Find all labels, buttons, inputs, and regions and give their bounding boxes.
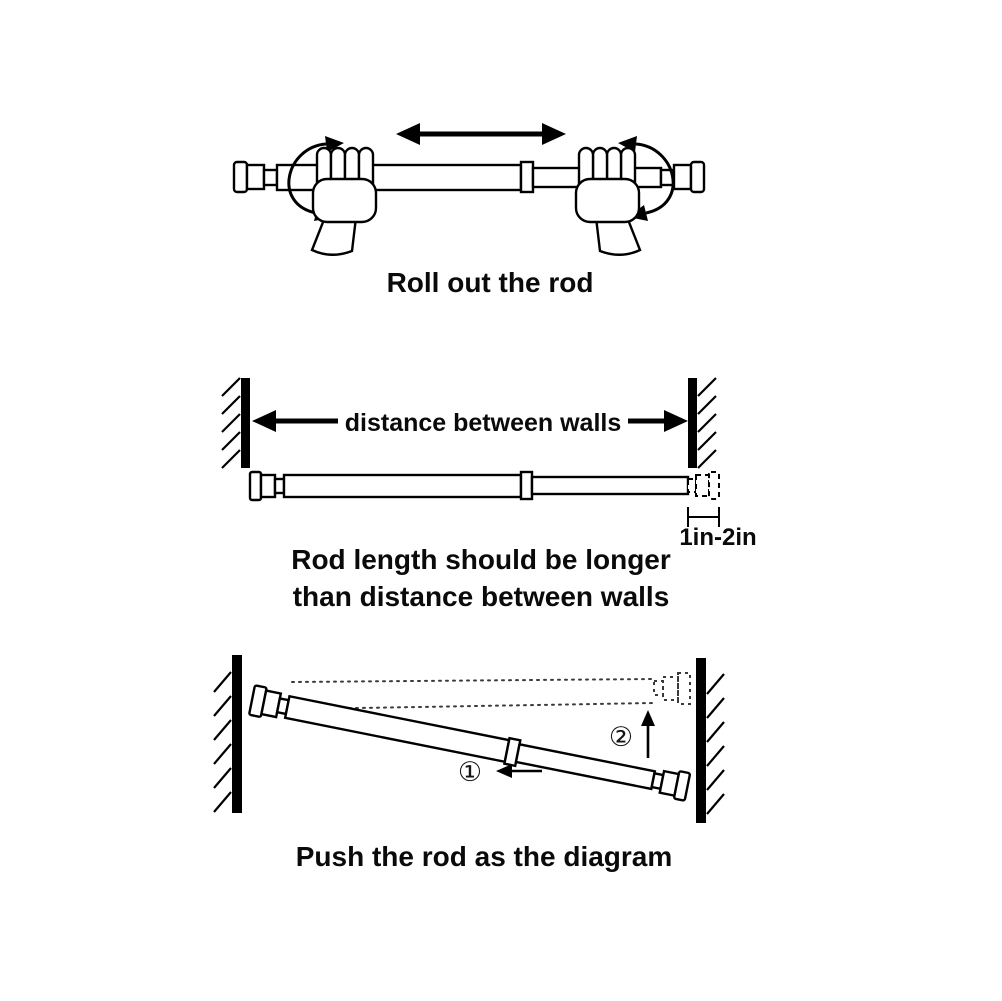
tension-rod <box>248 470 720 502</box>
step1-caption: Roll out the rod <box>387 267 594 298</box>
extend-arrow-icon <box>396 123 566 145</box>
extend-arrow-right-head <box>542 123 566 145</box>
step-measure: distance between walls 1in-2in Rod lengt… <box>221 377 757 612</box>
wall-left-hatching <box>213 671 232 813</box>
wall-right <box>688 378 697 468</box>
step-marker-1: ① <box>458 757 482 788</box>
wall-right <box>696 658 706 823</box>
rotate-arrow-head <box>325 136 344 152</box>
rod-collar <box>519 160 535 194</box>
push-arrow-head <box>496 764 512 778</box>
distance-arrow-left-head <box>252 410 276 432</box>
rod-collar <box>519 470 534 501</box>
push-step-2: ② <box>609 710 655 758</box>
rod-neck <box>262 168 279 187</box>
ghost-bottom-edge <box>299 702 655 710</box>
tension-rod-tilted <box>248 684 691 802</box>
label-backdrop <box>338 403 628 437</box>
distance-label: distance between walls <box>345 409 622 437</box>
rod-endcap-flange <box>232 160 249 194</box>
wall-left <box>241 378 250 468</box>
rod-endcap-flange-beyond-wall <box>708 471 720 500</box>
distance-arrow-right-head <box>664 410 688 432</box>
rod-outer-tube <box>282 473 523 499</box>
ghost-top-edge <box>291 678 655 683</box>
rod-endcap-flange <box>673 770 691 802</box>
distance-arrow-icon: distance between walls <box>252 403 688 437</box>
step-push: ① ② Push the rod as the diagram <box>213 655 725 872</box>
ghost-endcap-flange <box>677 672 691 705</box>
step2-caption-line1: Rod length should be longer <box>291 544 671 575</box>
rod-endcap-barrel <box>245 163 266 191</box>
wall-left-hatching <box>221 377 241 469</box>
wall-right-hatching <box>706 673 725 815</box>
rotate-arc <box>635 142 675 215</box>
hand-right <box>574 146 642 256</box>
ghost-neck <box>653 680 664 696</box>
rod-endcap-barrel <box>672 163 693 191</box>
rod-inner-tube <box>530 475 690 496</box>
hand-left <box>310 146 378 256</box>
rod-endcap-flange <box>248 470 263 502</box>
rotate-arc <box>287 142 327 215</box>
rod-inner-tube <box>514 742 657 791</box>
push-step-1: ① <box>458 757 542 788</box>
gap-measure: 1in-2in <box>679 507 757 551</box>
extend-arrow-left-head <box>396 123 420 145</box>
wall-left <box>232 655 242 813</box>
wall-right-hatching <box>697 377 717 469</box>
rod-neck <box>273 477 286 495</box>
step-roll-out: Roll out the rod <box>232 123 706 298</box>
fist <box>311 177 378 224</box>
step2-caption-line2: than distance between walls <box>293 581 670 612</box>
step-marker-2: ② <box>609 722 633 753</box>
rod-endcap-barrel <box>259 473 277 499</box>
rod-endcap-barrel-beyond-wall <box>695 474 710 497</box>
gap-label: 1in-2in <box>679 524 756 551</box>
final-position-ghost <box>291 672 691 710</box>
rod-endcap-flange <box>689 160 706 194</box>
rod-neck-beyond-wall <box>687 478 697 493</box>
ghost-endcap-barrel <box>662 676 679 701</box>
step3-caption: Push the rod as the diagram <box>296 841 673 872</box>
lift-arrow-head <box>641 710 655 726</box>
